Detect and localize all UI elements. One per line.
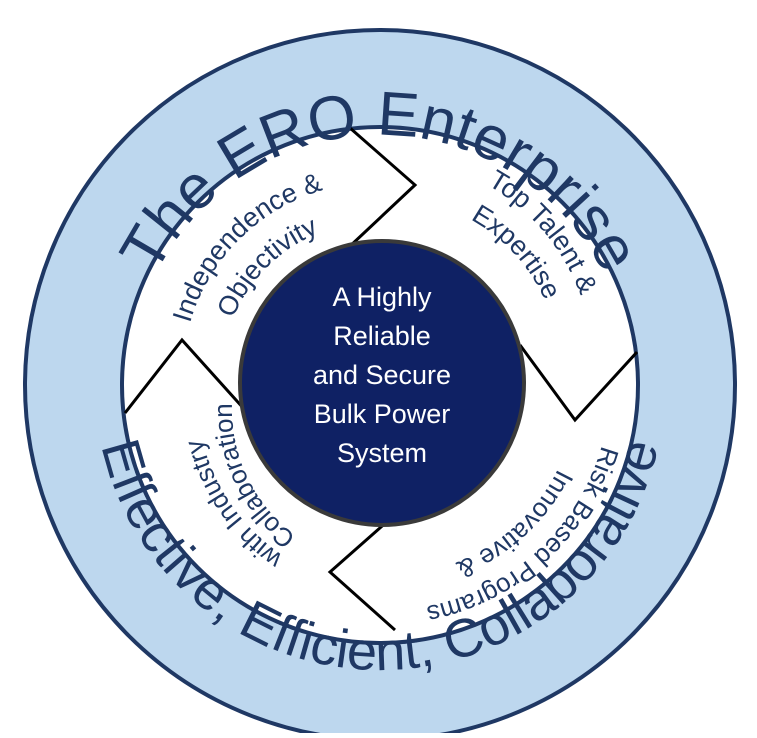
center-text-line-2: Reliable [333,321,431,351]
divider-left [123,337,247,414]
center-text-line-5: System [337,438,427,468]
center-text-line-1: A Highly [332,282,432,312]
divider-top [346,126,418,250]
center-text-line-3: and Secure [313,360,451,390]
divider-right [518,344,639,423]
center-text-line-4: Bulk Power [314,399,451,429]
center-circle [238,239,526,527]
divider-bottom [327,510,399,632]
